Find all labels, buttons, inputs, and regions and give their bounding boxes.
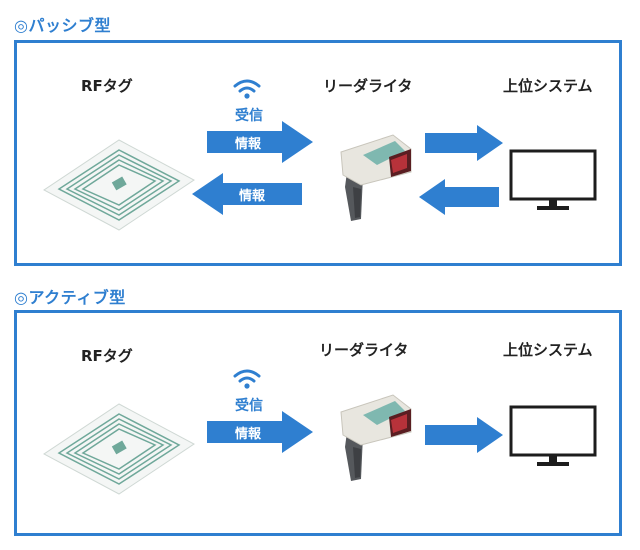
arrow-right-to-host (425, 125, 503, 161)
passive-panel: RFタグ リーダライタ 上位システム 受信 情報 情報 (14, 40, 622, 266)
passive-info-label-bottom: 情報 (239, 189, 266, 204)
passive-info-label-top: 情報 (235, 137, 262, 152)
arrow-left-to-tag (192, 173, 302, 215)
rf-tag-icon (43, 139, 195, 231)
arrow-right-to-reader (207, 411, 313, 453)
arrow-right-to-host (425, 417, 503, 453)
active-receive-label: 受信 (235, 398, 263, 414)
active-reader-label: リーダライタ (319, 341, 409, 359)
passive-rf-tag-label: RFタグ (81, 77, 133, 95)
passive-title: ◎パッシブ型 (14, 16, 111, 35)
rf-tag-icon (43, 403, 195, 495)
passive-reader-label: リーダライタ (323, 77, 413, 95)
active-rf-tag-label: RFタグ (81, 347, 133, 365)
monitor-icon (509, 405, 597, 466)
reader-icon (340, 394, 412, 481)
active-info-label: 情報 (235, 427, 262, 442)
arrow-right-to-reader (207, 121, 313, 163)
active-host-label: 上位システム (503, 341, 593, 359)
reader-icon (340, 134, 412, 221)
wifi-icon (233, 369, 261, 389)
active-panel: RFタグ リーダライタ 上位システム 受信 情報 (14, 310, 622, 536)
active-title: ◎アクティブ型 (14, 288, 126, 307)
passive-receive-label: 受信 (235, 108, 263, 124)
arrow-left-from-host (419, 179, 499, 215)
wifi-icon (233, 79, 261, 99)
passive-host-label: 上位システム (503, 77, 593, 95)
monitor-icon (509, 149, 597, 210)
